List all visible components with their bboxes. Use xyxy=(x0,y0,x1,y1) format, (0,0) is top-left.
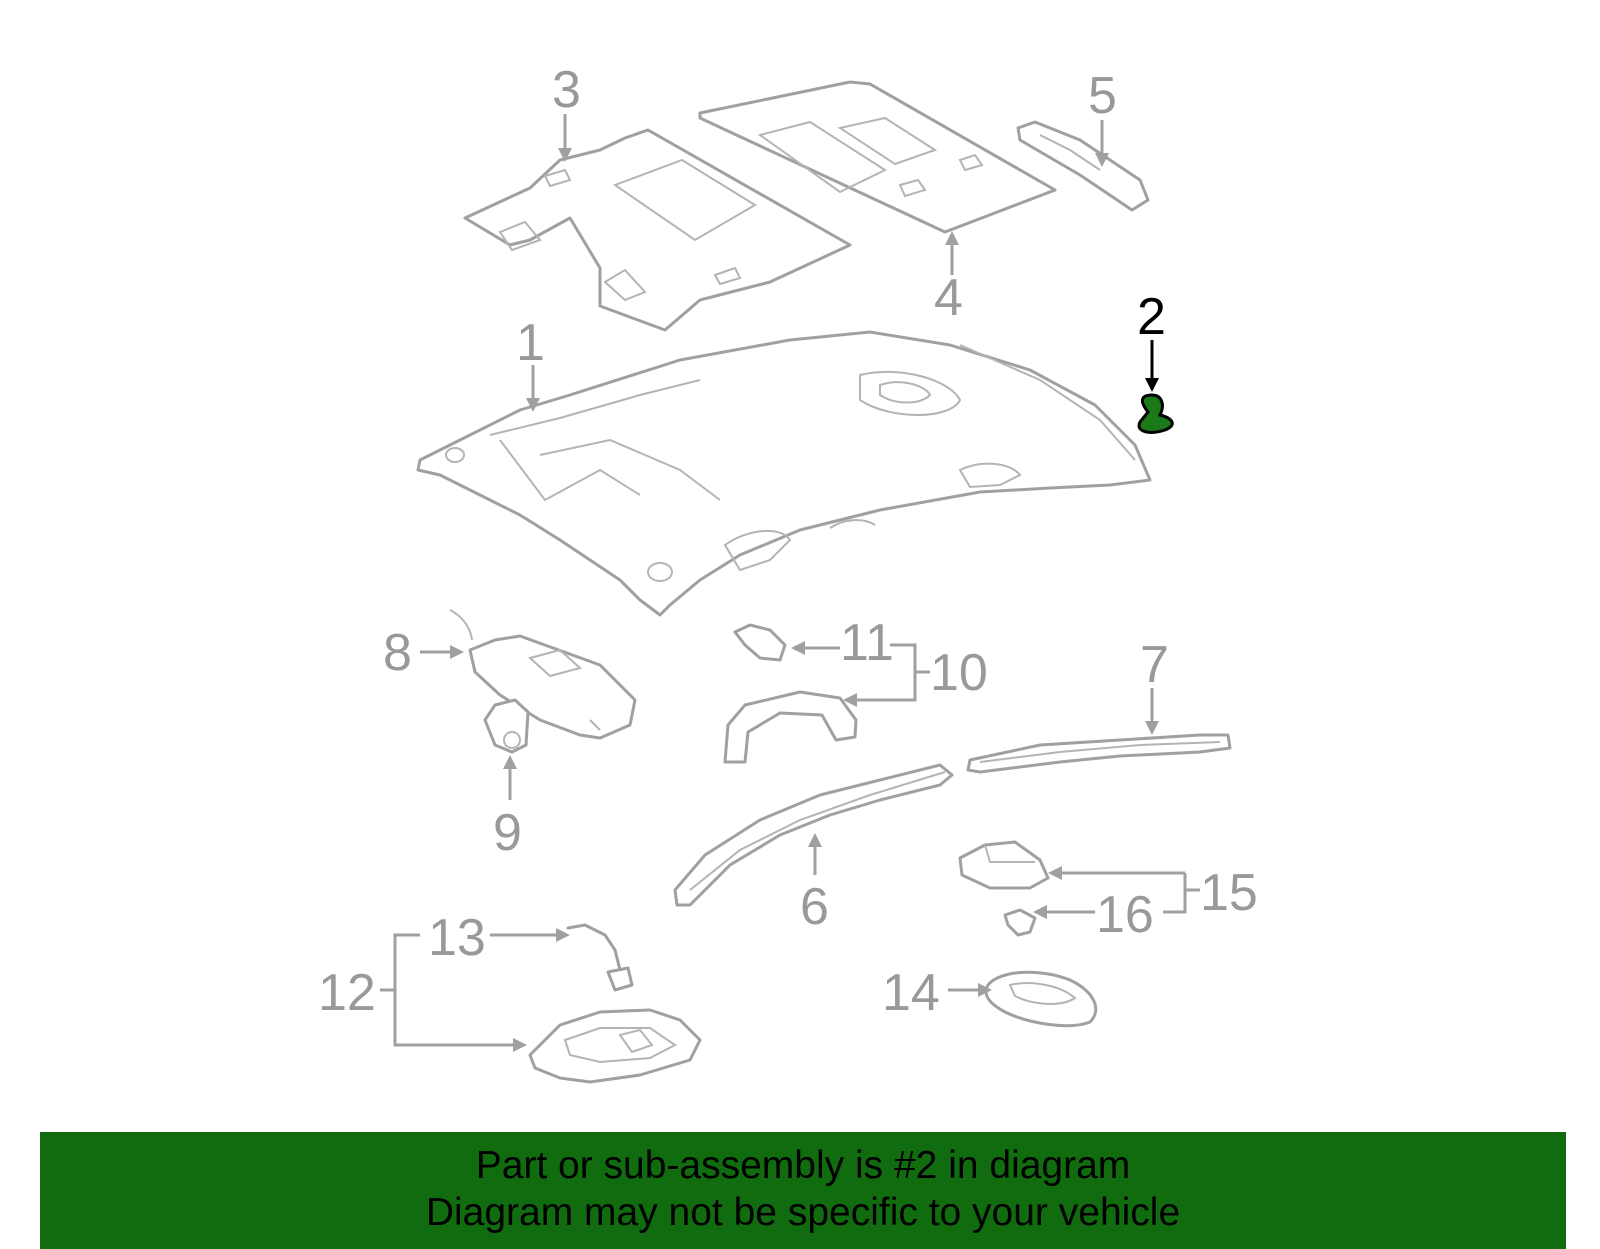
callout-11: 11 xyxy=(840,614,894,672)
callout-3: 3 xyxy=(552,61,581,119)
part-7-rail xyxy=(966,733,1232,774)
banner-line-1: Part or sub-assembly is #2 in diagram xyxy=(475,1144,1131,1187)
leader-lines xyxy=(380,114,1200,1052)
part-5-bracket xyxy=(1016,120,1150,212)
banner-line-2: Diagram may not be specific to your vehi… xyxy=(425,1191,1181,1234)
callout-10: 10 xyxy=(930,644,988,702)
callout-2: 2 xyxy=(1137,288,1166,346)
callout-16: 16 xyxy=(1096,886,1154,944)
callout-1: 1 xyxy=(516,314,545,372)
part-12-dome-lamp xyxy=(528,1008,702,1084)
info-banner: Part or sub-assembly is #2 in diagram Di… xyxy=(40,1132,1566,1249)
part-6-rail xyxy=(673,763,954,907)
part-2-clip xyxy=(1137,393,1174,434)
part-10-grip xyxy=(723,690,858,764)
part-15-console xyxy=(958,840,1050,890)
part-11-clip xyxy=(733,623,787,662)
callout-9: 9 xyxy=(493,804,522,862)
part-16-bulb xyxy=(1003,908,1037,937)
callout-12: 12 xyxy=(318,964,376,1022)
callout-15: 15 xyxy=(1200,864,1258,922)
part-8-sun-visor xyxy=(449,609,637,740)
part-13-harness xyxy=(566,923,634,992)
part-4-pad xyxy=(698,80,1057,234)
part-14-lens xyxy=(984,970,1098,1028)
callout-6: 6 xyxy=(800,878,829,936)
callout-8: 8 xyxy=(383,624,412,682)
parts-diagram: 3 4 5 1 2 8 9 11 10 7 6 15 16 14 13 12 xyxy=(318,61,1258,1084)
callout-14: 14 xyxy=(882,964,940,1022)
callout-7: 7 xyxy=(1140,636,1169,694)
part-1-headliner xyxy=(416,330,1152,617)
callout-13: 13 xyxy=(428,909,486,967)
part-9-visor-holder xyxy=(483,698,530,754)
callout-5: 5 xyxy=(1088,67,1117,125)
callout-4: 4 xyxy=(934,269,963,327)
part-3-pad xyxy=(463,128,852,332)
